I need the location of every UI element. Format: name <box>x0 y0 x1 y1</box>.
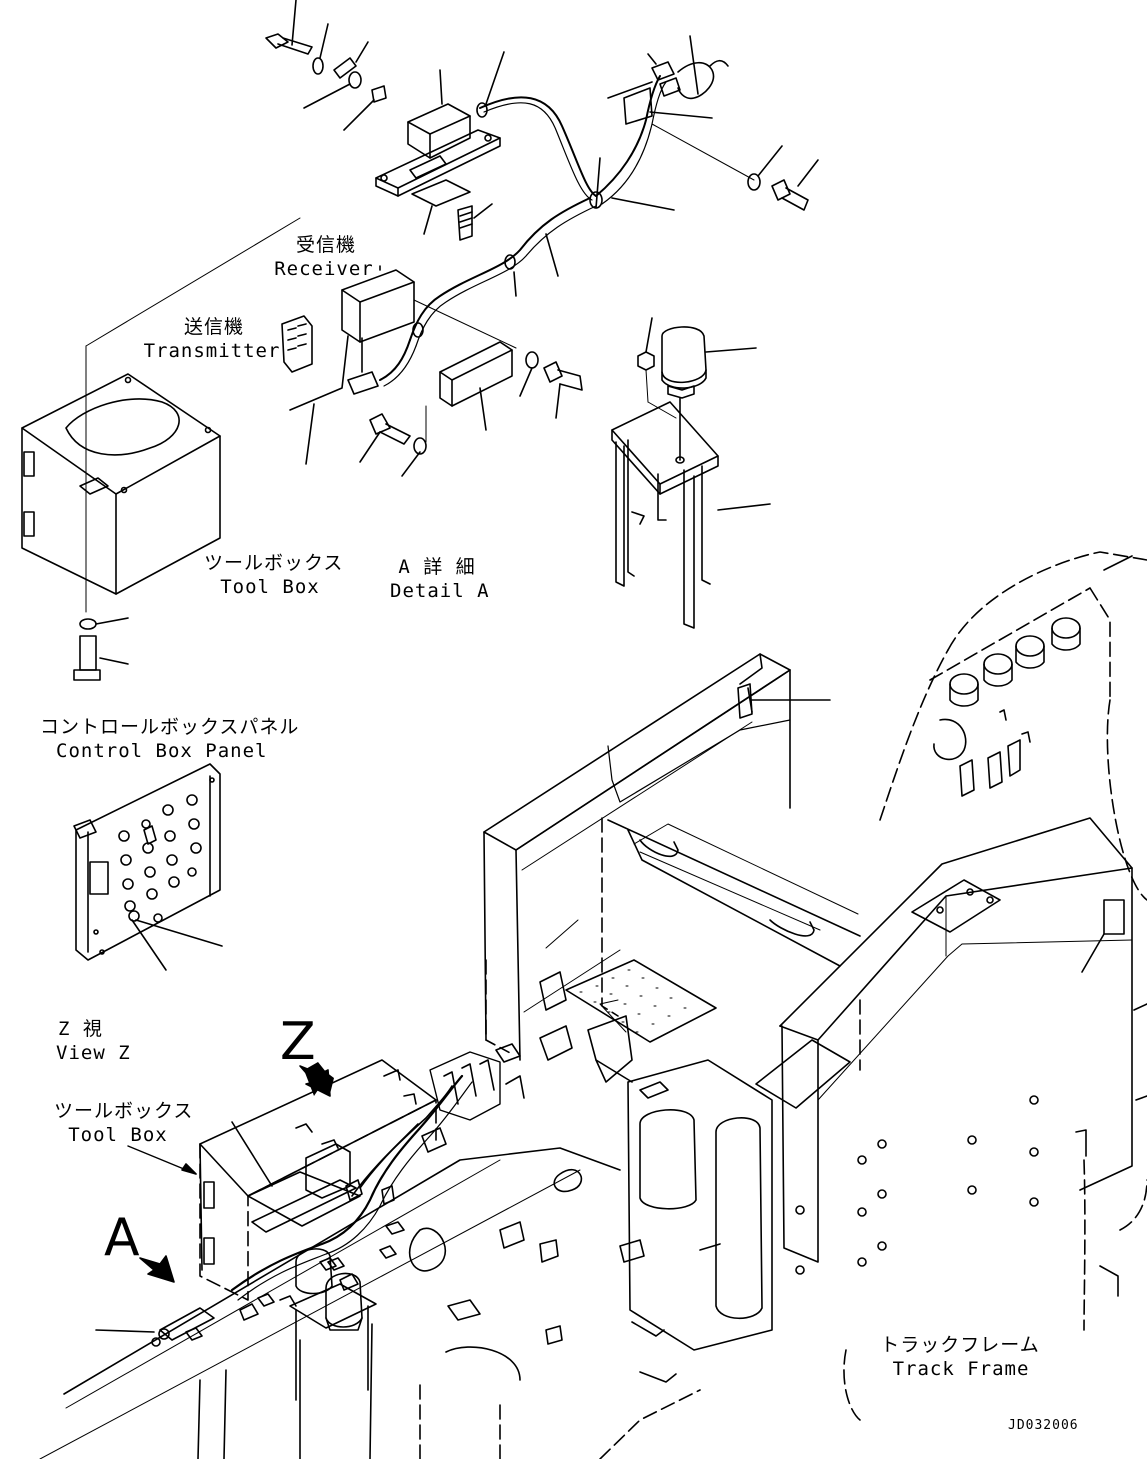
bolt-right-top <box>652 124 818 210</box>
label-view-z-en: View Z <box>56 1042 131 1064</box>
arrow-z <box>300 1062 334 1096</box>
upper-structure <box>484 552 1147 1420</box>
beacon-lamp <box>662 327 756 460</box>
receiver-bracket-top <box>376 130 500 196</box>
label-transmitter-jp: 送信機 <box>184 316 245 338</box>
beacon-mounted <box>280 1249 376 1400</box>
screw-top <box>458 204 492 240</box>
label-receiver-jp: 受信機 <box>296 234 357 256</box>
pin-top <box>344 86 386 130</box>
harness-lower <box>232 1044 520 1300</box>
bolt-top-left <box>266 0 312 54</box>
beacon-nut <box>638 318 676 418</box>
label-view-z-jp: Z 視 <box>58 1018 103 1040</box>
label-transmitter-en: Transmitter <box>143 340 281 362</box>
grommet-top <box>304 72 361 108</box>
label-detail-a-en: Detail A <box>390 580 490 602</box>
control-box-panel <box>74 764 222 970</box>
connector-cluster-top-right <box>608 36 728 124</box>
arrow-toolbox-lower <box>128 1146 196 1174</box>
label-toolbox-top-jp: ツールボックス <box>204 552 344 574</box>
label-receiver-en: Receiver <box>274 258 374 280</box>
label-control-box-panel-jp: コントロールボックスパネル <box>40 716 300 738</box>
arrow-a <box>140 1256 174 1282</box>
view-letter-z: Z <box>280 1012 316 1072</box>
toolbox-detail <box>22 218 300 612</box>
bolt-holes <box>796 889 1038 1274</box>
washer-top <box>313 24 328 74</box>
bolt-receiver-lower <box>360 406 426 476</box>
label-toolbox-lower-en: Tool Box <box>68 1124 168 1146</box>
plate-top <box>412 180 470 234</box>
toolbox-bolt <box>74 618 128 680</box>
clip-top <box>334 42 368 78</box>
drawing-code: JD032006 <box>1008 1418 1079 1433</box>
transmitter <box>282 316 348 464</box>
grid-dots <box>580 970 686 1032</box>
antenna-plate <box>414 300 516 430</box>
harness-main <box>380 52 674 386</box>
label-detail-a-jp: A 詳 細 <box>398 556 476 578</box>
bolt-receiver <box>544 362 582 418</box>
label-toolbox-lower-jp: ツールボックス <box>54 1100 194 1122</box>
receiver-box-top <box>408 70 470 158</box>
label-track-frame-en: Track Frame <box>892 1358 1030 1380</box>
track-frame-lower <box>40 1076 720 1459</box>
label-toolbox-top-en: Tool Box <box>220 576 320 598</box>
leader-track-frame <box>546 920 626 1032</box>
receiver-box <box>342 266 414 394</box>
view-letter-a: A <box>104 1208 140 1268</box>
panel-knobs <box>119 795 201 922</box>
washer-receiver <box>520 352 538 396</box>
beacon-stand <box>612 402 770 628</box>
label-track-frame-jp: トラックフレーム <box>880 1334 1040 1356</box>
label-control-box-panel-en: Control Box Panel <box>56 740 268 762</box>
